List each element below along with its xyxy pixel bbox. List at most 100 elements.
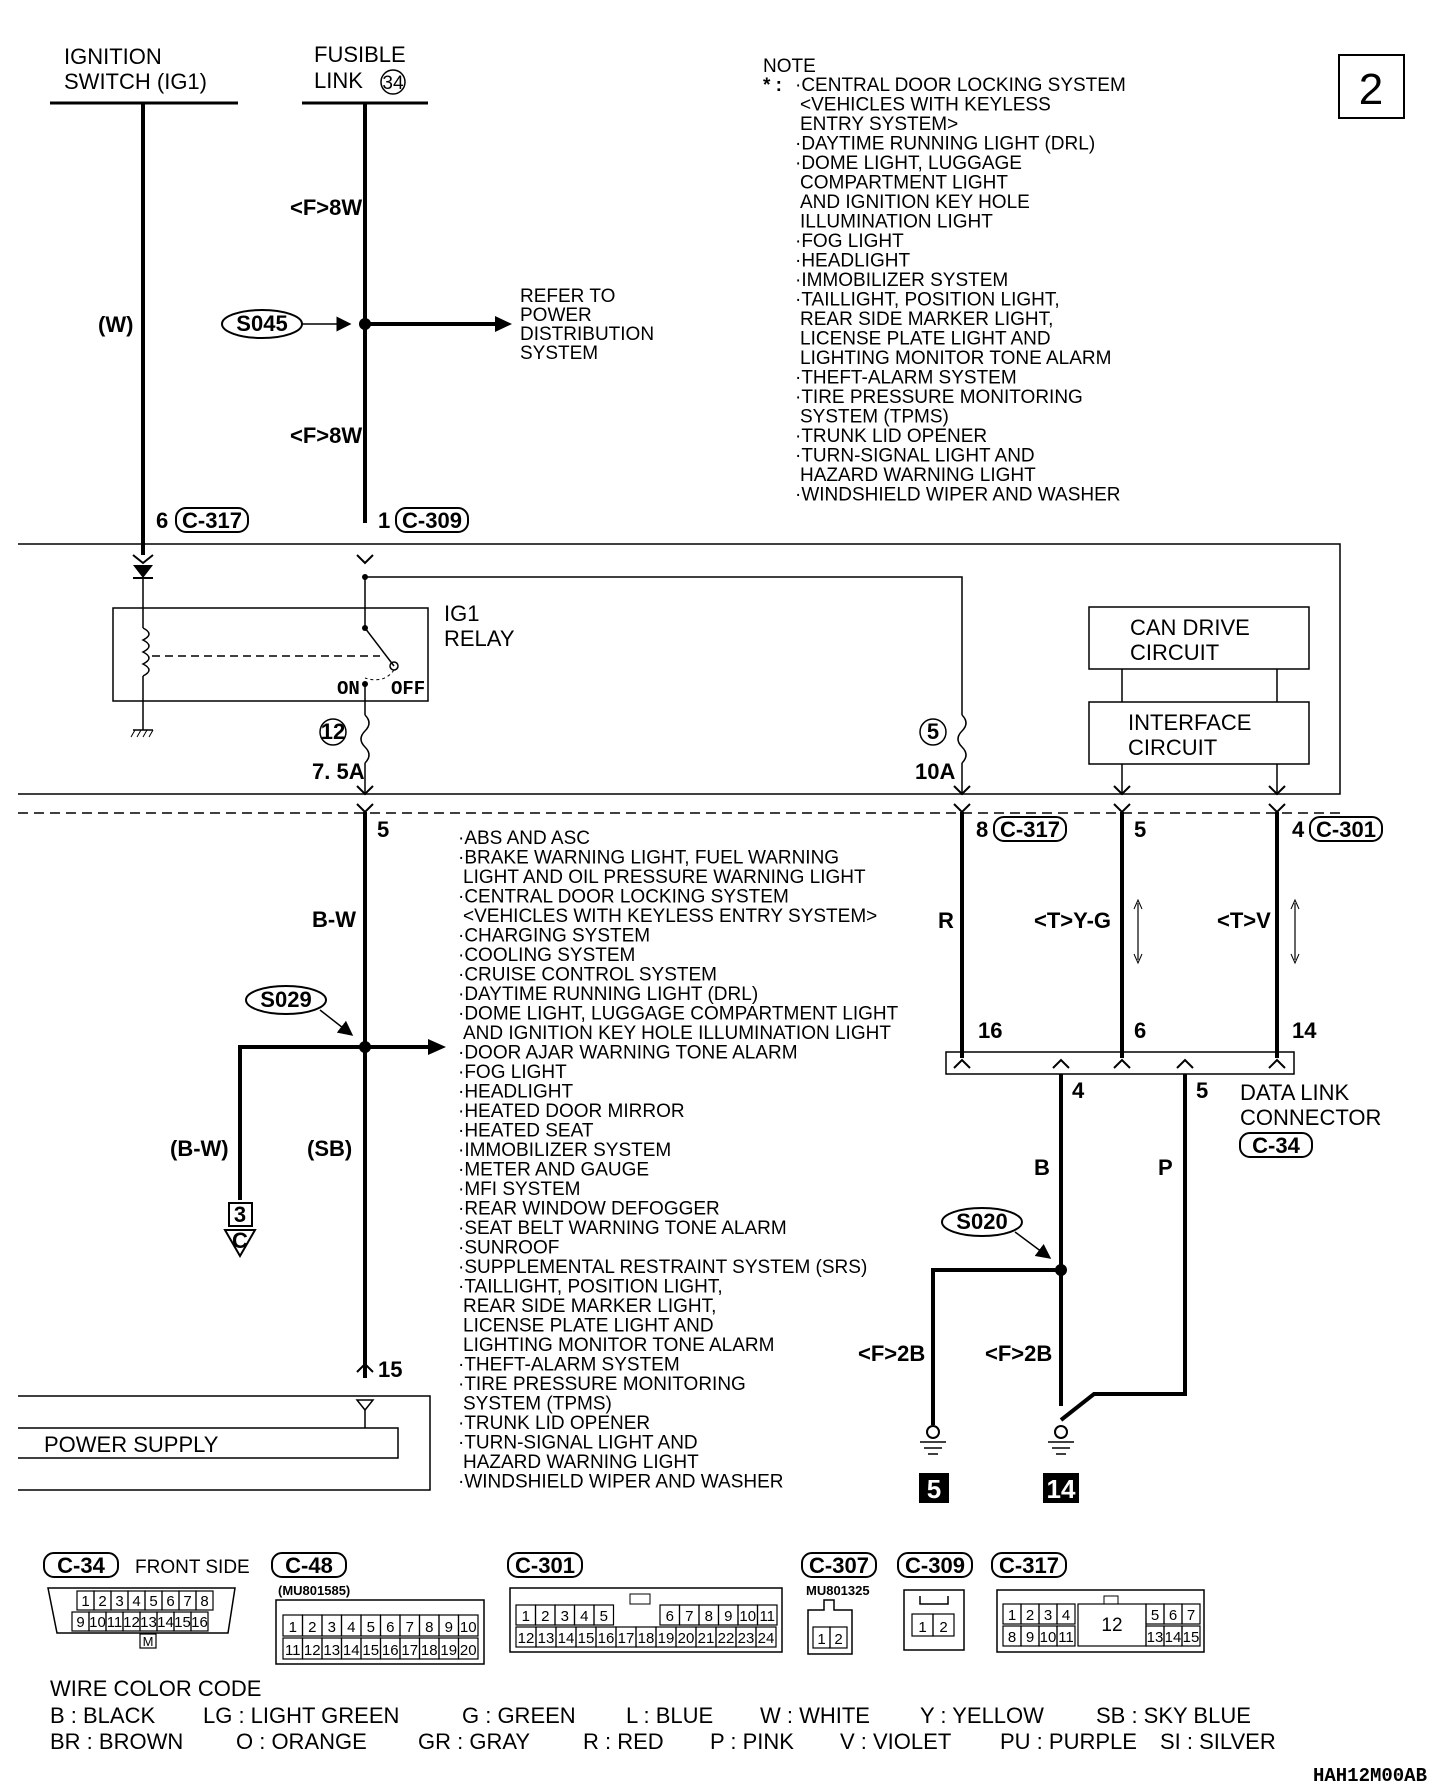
note-line: ·DOME LIGHT, LUGGAGE bbox=[795, 153, 1022, 174]
svg-text:LINK: LINK bbox=[314, 68, 363, 93]
c317-pin bbox=[1181, 1625, 1201, 1647]
svg-text:10A: 10A bbox=[915, 759, 955, 784]
ground-symbol-relay bbox=[130, 729, 154, 738]
c301-pin-number: 8 bbox=[705, 1608, 713, 1625]
c48-pin-number: 16 bbox=[382, 1642, 399, 1659]
page-number-box bbox=[1338, 54, 1405, 119]
c317-pin-number: 13 bbox=[1147, 1629, 1164, 1646]
pin-14-dlc: 14 bbox=[1292, 1018, 1317, 1043]
connector-c307-label: C-307 bbox=[809, 1553, 869, 1578]
c301-pin-number: 15 bbox=[578, 1630, 595, 1647]
pin-15: 15 bbox=[378, 1357, 402, 1382]
c48-pin bbox=[457, 1637, 479, 1660]
svg-text:POWER: POWER bbox=[520, 305, 592, 326]
c34-pin-number: 7 bbox=[183, 1593, 191, 1610]
c301-pin-number: 4 bbox=[580, 1608, 588, 1625]
svg-text:12: 12 bbox=[321, 719, 345, 744]
pin-c317-8: 8 C-317 bbox=[976, 816, 1067, 842]
note-line: REAR SIDE MARKER LIGHT, bbox=[800, 309, 1053, 330]
c48-pin-number: 3 bbox=[328, 1619, 336, 1636]
c317-pin-number: 11 bbox=[1058, 1629, 1074, 1646]
splice-s045-label: S045 bbox=[236, 311, 287, 336]
wire-label-v: <T>V bbox=[1217, 908, 1271, 933]
c34-pin-number: 4 bbox=[132, 1593, 140, 1610]
note-line: <VEHICLES WITH KEYLESS bbox=[800, 95, 1051, 116]
pin-5-can: 5 bbox=[1134, 817, 1146, 842]
svg-text:DISTRIBUTION: DISTRIBUTION bbox=[520, 324, 654, 345]
pin-6-dlc: 6 bbox=[1134, 1018, 1146, 1043]
svg-text:8: 8 bbox=[976, 817, 988, 842]
c34-pin-number: 8 bbox=[200, 1593, 208, 1610]
systems-list: ·ABS AND ASC·BRAKE WARNING LIGHT, FUEL W… bbox=[458, 828, 899, 1493]
dlc-connector-badge bbox=[1239, 1132, 1313, 1158]
wire-label-f2b-left: <F>2B bbox=[858, 1341, 925, 1366]
system-list-item: ·SEAT BELT WARNING TONE ALARM bbox=[458, 1218, 787, 1239]
document-code: HAH12M00AB bbox=[1313, 1765, 1427, 1787]
c48-pin-number: 6 bbox=[386, 1619, 394, 1636]
system-list-item: ·SUNROOF bbox=[458, 1238, 559, 1259]
c48-pin-number: 14 bbox=[343, 1642, 360, 1659]
wire-label-r: R bbox=[938, 908, 954, 933]
can-drive-circuit bbox=[1088, 606, 1310, 670]
c48-pin bbox=[457, 1614, 479, 1637]
system-list-item: AND IGNITION KEY HOLE ILLUMINATION LIGHT bbox=[463, 1023, 891, 1044]
system-list-item: ·DOME LIGHT, LUGGAGE COMPARTMENT LIGHT bbox=[458, 1004, 899, 1025]
c317-pin-number: 5 bbox=[1151, 1607, 1159, 1624]
connector-c48-label: C-48 bbox=[285, 1553, 333, 1578]
svg-text:FUSIBLE: FUSIBLE bbox=[314, 42, 406, 67]
c301-pin-number: 5 bbox=[600, 1608, 608, 1625]
system-list-item: ·BRAKE WARNING LIGHT, FUEL WARNING bbox=[458, 848, 839, 869]
system-list-item: ·FOG LIGHT bbox=[458, 1062, 567, 1083]
wire-label-bw-branch: (B-W) bbox=[170, 1136, 229, 1161]
wire-color-code-entry: B : BLACK bbox=[50, 1703, 155, 1728]
c34-key: M bbox=[143, 1634, 154, 1649]
system-list-item: ·TIRE PRESSURE MONITORING bbox=[458, 1374, 746, 1395]
pin-4-dlc: 4 bbox=[1072, 1078, 1085, 1103]
svg-text:C-301: C-301 bbox=[1316, 817, 1376, 842]
bidirectional-arrow-yg bbox=[1133, 898, 1143, 965]
c34-pin-number: 15 bbox=[174, 1614, 191, 1631]
c301-pin bbox=[593, 1604, 615, 1626]
bidirectional-arrow-v bbox=[1290, 898, 1300, 965]
c307-pin bbox=[829, 1626, 848, 1649]
svg-text:4: 4 bbox=[1292, 817, 1305, 842]
c48-pin-number: 17 bbox=[401, 1642, 418, 1659]
note-line: ·CENTRAL DOOR LOCKING SYSTEM bbox=[795, 75, 1126, 96]
svg-text:6: 6 bbox=[156, 508, 168, 533]
fuse-5: 5 10A bbox=[915, 714, 967, 784]
pin-5-etacs: 5 bbox=[377, 817, 389, 842]
system-list-item: ·MFI SYSTEM bbox=[458, 1179, 580, 1200]
system-list-item: ·COOLING SYSTEM bbox=[458, 945, 635, 966]
connector-c309-badge bbox=[897, 1552, 973, 1578]
c307-pin-number: 2 bbox=[834, 1631, 842, 1648]
ig1-relay-box bbox=[112, 607, 429, 702]
note-line: ·FOG LIGHT bbox=[795, 231, 904, 252]
note-line: ·HEADLIGHT bbox=[795, 251, 910, 272]
system-list-item: ·TAILLIGHT, POSITION LIGHT, bbox=[458, 1277, 723, 1298]
wire-color-code-entry: SI : SILVER bbox=[1160, 1729, 1276, 1754]
note-line: HAZARD WARNING LIGHT bbox=[800, 465, 1036, 486]
system-list-item: LIGHTING MONITOR TONE ALARM bbox=[463, 1335, 774, 1356]
c48-pin-number: 1 bbox=[289, 1619, 297, 1636]
c317-pin-number: 6 bbox=[1169, 1607, 1177, 1624]
c301-pin-number: 14 bbox=[558, 1630, 575, 1647]
c301-pin-number: 21 bbox=[698, 1630, 715, 1647]
note-block: NOTE * : ·CENTRAL DOOR LOCKING SYSTEM<VE… bbox=[763, 56, 1126, 506]
connector-c317-badge bbox=[991, 1552, 1067, 1578]
system-list-item: ·TURN-SIGNAL LIGHT AND bbox=[458, 1433, 698, 1454]
c48-pin-number: 7 bbox=[406, 1619, 414, 1636]
system-list-item: HAZARD WARNING LIGHT bbox=[463, 1452, 699, 1473]
c34-pin-number: 1 bbox=[81, 1593, 89, 1610]
wire-color-code-entry: GR : GRAY bbox=[418, 1729, 530, 1754]
c301-pin-number: 7 bbox=[685, 1608, 693, 1625]
wire-label-p: P bbox=[1158, 1155, 1173, 1180]
ground-14: 14 bbox=[1043, 1425, 1079, 1504]
fuse-12: 12 7. 5A bbox=[312, 714, 370, 784]
system-list-item: ·HEATED SEAT bbox=[458, 1121, 594, 1142]
connector-c301-badge bbox=[507, 1552, 583, 1578]
system-list-item: ·THEFT-ALARM SYSTEM bbox=[458, 1355, 680, 1376]
connector-c34-badge bbox=[43, 1552, 119, 1578]
svg-text:14: 14 bbox=[1047, 1474, 1076, 1504]
system-list-item: ·IMMOBILIZER SYSTEM bbox=[458, 1140, 671, 1161]
